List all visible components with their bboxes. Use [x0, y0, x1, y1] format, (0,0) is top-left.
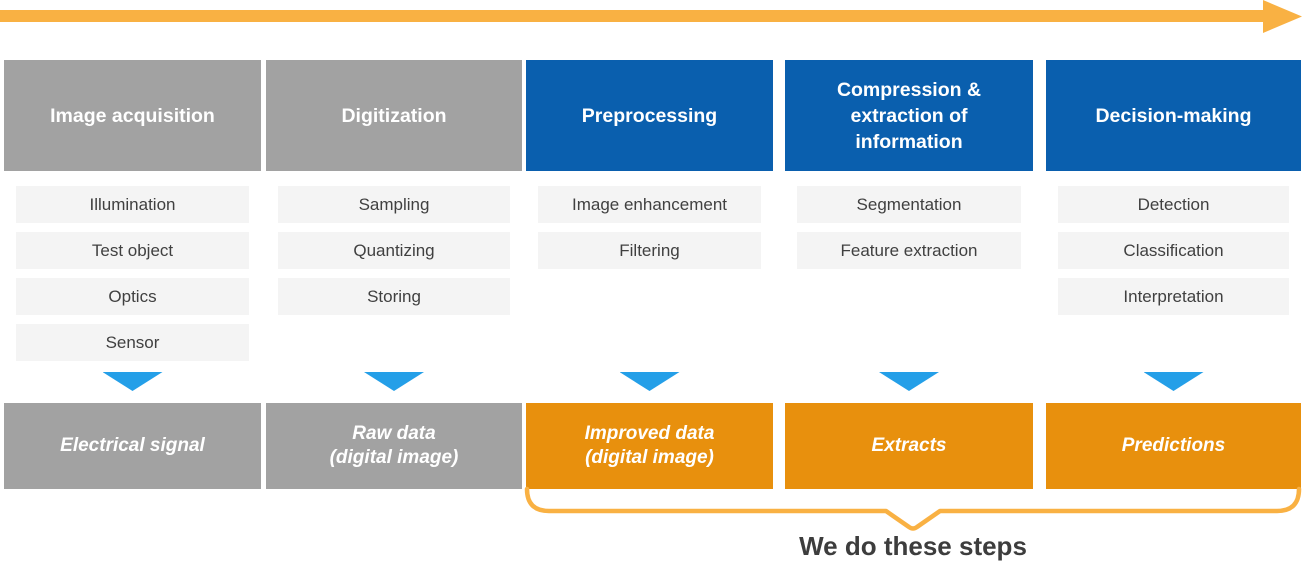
stage-header: Compression & extraction of information: [785, 60, 1033, 171]
step-list: Segmentation Feature extraction: [797, 186, 1021, 269]
step-item: Optics: [16, 278, 249, 315]
stage-output: Predictions: [1046, 403, 1301, 489]
stage-header: Decision-making: [1046, 60, 1301, 171]
stage-output: Electrical signal: [4, 403, 261, 489]
down-arrow-icon: [364, 372, 424, 391]
stage-header: Preprocessing: [526, 60, 773, 171]
stage-output-line: Electrical signal: [60, 435, 205, 456]
step-item: Sensor: [16, 324, 249, 361]
step-item: Feature extraction: [797, 232, 1021, 269]
stage-header-label: Image acquisition: [50, 104, 215, 127]
down-arrow-icon: [1143, 372, 1204, 391]
stage-output-line: Improved data: [584, 423, 715, 444]
stage-header: Image acquisition: [4, 60, 261, 171]
stage-output: Raw data (digital image): [266, 403, 522, 489]
step-item: Detection: [1058, 186, 1289, 223]
step-item: Segmentation: [797, 186, 1021, 223]
column-digitization: Digitization Sampling Quantizing Storing…: [266, 0, 522, 568]
caption-we-do-these-steps: We do these steps: [799, 531, 1027, 561]
step-item: Interpretation: [1058, 278, 1289, 315]
stage-header-label: Digitization: [341, 104, 447, 127]
stage-header: Digitization: [266, 60, 522, 171]
column-compression-extraction: Compression & extraction of information …: [785, 0, 1033, 568]
stage-output-line: Predictions: [1121, 435, 1226, 456]
stage-output: Improved data (digital image): [526, 403, 773, 489]
column-preprocessing: Preprocessing Image enhancement Filterin…: [526, 0, 773, 568]
stage-header-label: Preprocessing: [581, 104, 718, 127]
step-item: Sampling: [278, 186, 510, 223]
process-direction-arrow-shaft: [0, 10, 1264, 22]
step-item: Filtering: [538, 232, 761, 269]
step-list: Sampling Quantizing Storing: [278, 186, 510, 315]
stage-header-label: Decision-making: [1095, 104, 1252, 127]
step-item: Quantizing: [278, 232, 510, 269]
step-item: Storing: [278, 278, 510, 315]
stage-header-label: Compression & extraction of information: [836, 78, 982, 153]
stage-output-line: Raw data: [352, 423, 436, 444]
column-decision-making: Decision-making Detection Classification…: [1046, 0, 1301, 568]
step-item: Classification: [1058, 232, 1289, 269]
step-list: Illumination Test object Optics Sensor: [16, 186, 249, 361]
stage-output: Extracts: [785, 403, 1033, 489]
step-item: Test object: [16, 232, 249, 269]
step-list: Image enhancement Filtering: [538, 186, 761, 269]
column-image-acquisition: Image acquisition Illumination Test obje…: [4, 0, 261, 568]
step-item: Illumination: [16, 186, 249, 223]
down-arrow-icon: [619, 372, 680, 391]
curly-brace-icon: [524, 486, 1302, 531]
stage-output-line: (digital image): [585, 447, 714, 468]
step-list: Detection Classification Interpretation: [1058, 186, 1289, 315]
step-item: Image enhancement: [538, 186, 761, 223]
stage-output-line: Extracts: [871, 435, 947, 456]
stage-output-line: (digital image): [329, 447, 459, 468]
down-arrow-icon: [102, 372, 163, 391]
down-arrow-icon: [879, 372, 939, 391]
